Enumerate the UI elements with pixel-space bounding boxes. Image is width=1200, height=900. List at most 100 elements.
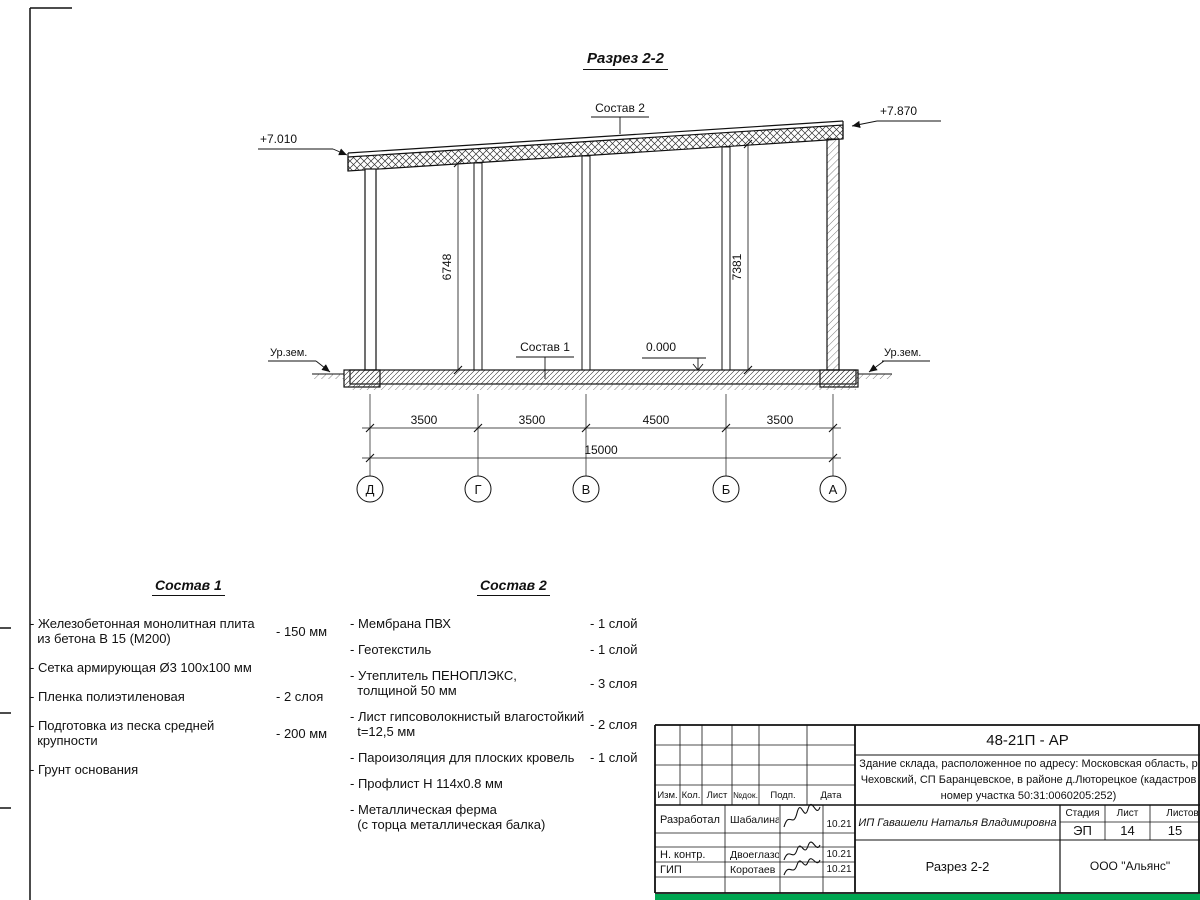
material-text: - Геотекстиль xyxy=(350,642,432,657)
column-b xyxy=(721,146,731,371)
titleblock-drawing-title: Разрез 2-2 xyxy=(925,858,990,874)
stage-value: ЭП xyxy=(1073,823,1092,838)
accent-bar xyxy=(655,894,1200,900)
material-value: - 150 мм xyxy=(276,623,328,639)
sign-role: ГИП xyxy=(660,863,682,876)
signature-nkontr xyxy=(783,841,821,861)
axis-label: Г xyxy=(474,482,481,497)
material-item: - Лист гипсоволокнистый влагостойкий t=1… xyxy=(350,709,652,739)
material-item: - Мембрана ПВХ - 1 слой xyxy=(350,616,652,631)
material-item: - Профлист Н 114х0.8 мм xyxy=(350,776,652,791)
sostav2-heading: Состав 2 xyxy=(477,577,550,596)
bottom-dimensions: 3500 3500 4500 3500 15000 xyxy=(362,394,841,476)
project-description: Здание склада, расположенное по адресу: … xyxy=(859,758,1198,802)
signatures xyxy=(783,803,821,876)
material-heading-row: Состав 2 xyxy=(477,577,652,596)
sostav1-heading: Состав 1 xyxy=(152,577,225,596)
material-text: - Металлическая ферма (с торца металличе… xyxy=(350,802,546,832)
sheet-frame xyxy=(0,7,72,900)
material-item: - Пленка полиэтиленовая - 2 слоя xyxy=(30,689,375,704)
material-text: - Грунт основания xyxy=(30,762,139,777)
callout-top-label: Состав 2 xyxy=(595,101,645,115)
material-text: - Сетка армирующая Ø3 100х100 мм xyxy=(30,660,252,675)
callout-floor-label: Состав 1 xyxy=(520,340,570,354)
ground-left-label: Ур.зем. xyxy=(270,347,307,359)
material-text: - Подготовка из песка средней крупности xyxy=(30,718,215,748)
dim-total: 15000 xyxy=(584,443,618,457)
dim-height-left: 6748 xyxy=(440,253,454,280)
annotations: Состав 2 +7.010 +7.870 Ур.зем. Ур.зем. С… xyxy=(258,101,941,379)
elevation-right-label: +7.870 xyxy=(880,104,917,118)
material-list-sostav2: Состав 2 - Мембрана ПВХ - 1 слой - Геоте… xyxy=(350,577,652,843)
dim-segment: 3500 xyxy=(767,413,794,427)
ground-hatch-right xyxy=(858,374,892,379)
elevation-left-label: +7.010 xyxy=(260,132,297,146)
sign-role: Разработал xyxy=(660,814,720,826)
floor-slab xyxy=(349,369,857,385)
building-section xyxy=(312,120,892,390)
material-text: - Утеплитель ПЕНОПЛЭКС, толщиной 50 мм xyxy=(350,668,517,698)
material-item: - Геотекстиль - 1 слой xyxy=(350,642,652,657)
client-name: ИП Гавашели Наталья Владимировна xyxy=(858,816,1057,829)
ground-hatch xyxy=(350,384,856,390)
sign-date: 10.21 xyxy=(826,864,852,875)
material-value: - 2 слоя xyxy=(276,689,324,704)
elevation-zero-label: 0.000 xyxy=(646,340,676,354)
ground-right-label: Ур.зем. xyxy=(884,347,921,359)
material-item: - Подготовка из песка средней крупности … xyxy=(30,718,375,748)
material-list-sostav1: Состав 1 - Железобетонная монолитная пли… xyxy=(30,577,375,791)
dim-segment: 4500 xyxy=(643,413,670,427)
axis-label: Д xyxy=(366,482,375,497)
material-heading-row: Состав 1 xyxy=(152,577,375,596)
sign-name: Коротаев xyxy=(730,863,776,876)
material-text: - Мембрана ПВХ xyxy=(350,616,451,631)
sign-date: 10.21 xyxy=(826,818,852,830)
material-item: - Сетка армирующая Ø3 100х100 мм xyxy=(30,660,375,675)
col-header-data: Дата xyxy=(820,789,842,801)
right-wall xyxy=(826,138,840,371)
col-header-ndok: №док. xyxy=(733,790,758,800)
col-header-kol: Кол. xyxy=(681,789,701,801)
left-wall xyxy=(364,168,377,371)
dim-segment: 3500 xyxy=(411,413,438,427)
axis-label: А xyxy=(829,482,838,497)
column-v xyxy=(581,155,591,371)
material-text: - Пленка полиэтиленовая xyxy=(30,689,185,704)
sheet-value: 14 xyxy=(1120,823,1135,838)
dim-segment: 3500 xyxy=(519,413,546,427)
sheet-title: Разрез 2-2 xyxy=(583,50,669,70)
sheets-header: Листов xyxy=(1166,808,1199,819)
material-value: - 2 слоя xyxy=(590,716,638,732)
material-value: - 3 слоя xyxy=(590,675,638,691)
axis-label: Б xyxy=(722,482,731,497)
col-header-izm: Изм. xyxy=(657,789,678,801)
material-item: - Утеплитель ПЕНОПЛЭКС, толщиной 50 мм -… xyxy=(350,668,652,698)
material-text: - Профлист Н 114х0.8 мм xyxy=(350,776,503,791)
material-value: - 200 мм xyxy=(276,725,328,741)
column-g xyxy=(473,162,483,371)
company-name: ООО "Альянс" xyxy=(1089,859,1171,873)
sign-name: Двоеглазов xyxy=(730,848,779,861)
material-value: - 1 слой xyxy=(590,642,638,657)
material-text: - Пароизоляция для плоских кровель xyxy=(350,750,575,765)
signature-gip xyxy=(783,858,821,876)
material-item: - Железобетонная монолитная плита из бет… xyxy=(30,616,375,646)
sheets-value: 15 xyxy=(1167,823,1183,838)
col-header-podp: Подп. xyxy=(770,789,796,801)
sign-role: Н. контр. xyxy=(660,848,706,861)
material-value: - 1 слой xyxy=(590,616,638,631)
sheet-header: Лист xyxy=(1116,808,1139,819)
vertical-dimensions: 6748 7381 xyxy=(440,139,753,375)
stage-header: Стадия xyxy=(1065,808,1100,819)
material-item: - Металлическая ферма (с торца металличе… xyxy=(350,802,652,832)
material-text: - Железобетонная монолитная плита из бет… xyxy=(30,616,255,646)
doc-code: 48-21П - АР xyxy=(986,731,1069,749)
roof-band xyxy=(347,120,844,172)
material-value: - 1 слой xyxy=(590,750,638,765)
signature-razrabotal xyxy=(783,803,821,828)
ground-hatch-left xyxy=(312,374,344,379)
col-header-list: Лист xyxy=(706,789,728,801)
material-item: - Грунт основания xyxy=(30,762,375,777)
title-block-grid xyxy=(654,724,1200,894)
